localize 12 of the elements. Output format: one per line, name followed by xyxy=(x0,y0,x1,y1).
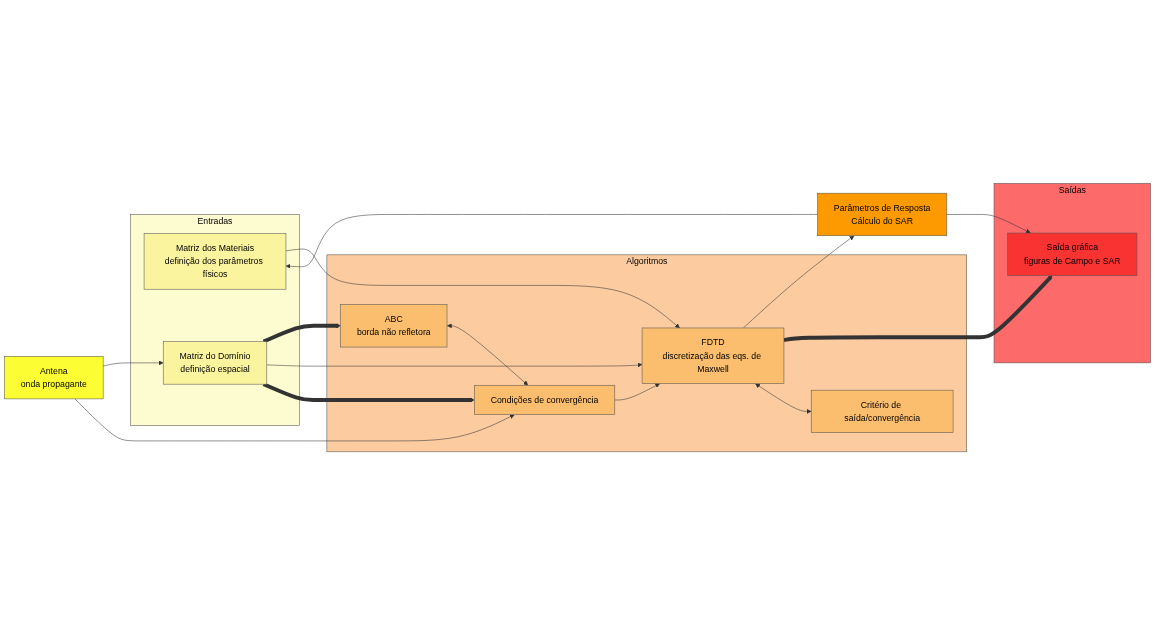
arrow xyxy=(262,323,341,344)
node-box: Matriz do Domínio definição espacial xyxy=(162,341,268,385)
node-box: Saída gráfica figuras de Campo e SAR xyxy=(1007,233,1138,277)
node-box: Critério de saída/convergência xyxy=(810,390,954,434)
node-box: Condições de convergência xyxy=(474,385,616,416)
arrow xyxy=(783,275,1053,343)
node-box: Antena onda propagante xyxy=(4,356,104,400)
node-box: Parâmetros de Resposta Cálculo do SAR xyxy=(817,193,948,237)
node-box: ABC borda não refletora xyxy=(340,304,448,348)
node-box: FDTD discretização das eqs. de Maxwell xyxy=(641,328,785,385)
arrow xyxy=(262,382,475,403)
node-box: Matriz dos Materiais definição dos parâmetros físicos xyxy=(143,233,287,290)
